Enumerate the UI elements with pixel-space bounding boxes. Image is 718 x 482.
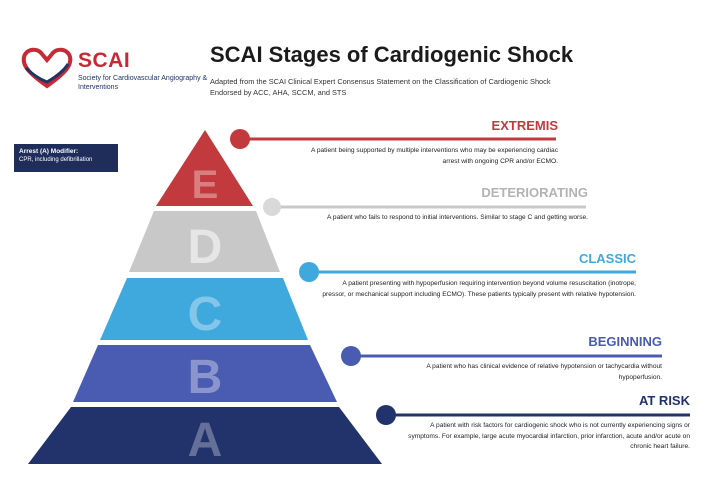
stage-desc-b: A patient who has clinical evidence of r… [426, 363, 662, 381]
band-c [100, 278, 308, 340]
band-d [129, 211, 280, 272]
band-letter-b: B [188, 351, 223, 404]
band-a [28, 407, 382, 464]
band-letter-e: E [192, 163, 219, 207]
page-title: SCAI Stages of Cardiogenic Shock [210, 42, 574, 67]
band-letter-d: D [188, 221, 223, 274]
band-e [156, 130, 253, 206]
logo-name: SCAI [78, 49, 131, 72]
heart-logo-icon [21, 47, 73, 89]
stage-desc-a: A patient with risk factors for cardioge… [408, 422, 690, 450]
logo-subtitle: Society for Cardiovascular Angiography &… [78, 75, 208, 91]
stage-name-c: CLASSIC [578, 251, 636, 266]
stage-desc-d: A patient who fails to respond to initia… [327, 214, 588, 221]
band-letter-c: C [188, 288, 223, 341]
band-letter-a: A [188, 414, 223, 467]
stage-desc-e: A patient being supported by multiple in… [310, 147, 558, 165]
scai-logo: SCAI Society for Cardiovascular Angiogra… [20, 46, 207, 96]
connector-dot-b [341, 346, 361, 366]
band-b [73, 345, 337, 402]
subtitle-line-2: Endorsed by ACC, AHA, SCCM, and STS [210, 88, 347, 97]
arrest-modifier-box: Arrest (A) Modifier: CPR, including defi… [14, 144, 118, 172]
connector-dot-e [230, 129, 250, 149]
modifier-title: Arrest (A) Modifier: [19, 148, 79, 155]
page-subtitle: Adapted from the SCAI Clinical Expert Co… [210, 76, 640, 98]
connector-dot-c [299, 262, 319, 282]
stage-name-a: AT RISK [638, 393, 690, 408]
stage-desc-c: A patient presenting with hypoperfusion … [322, 280, 636, 298]
stage-name-b: BEGINNING [588, 334, 662, 349]
stage-name-e: EXTREMIS [491, 118, 558, 133]
stage-name-d: DETERIORATING [481, 185, 588, 200]
connector-dot-d [263, 198, 281, 216]
modifier-body: CPR, including defibrillation [19, 157, 93, 163]
connector-dot-a [376, 405, 396, 425]
subtitle-line-1: Adapted from the SCAI Clinical Expert Co… [210, 77, 551, 86]
